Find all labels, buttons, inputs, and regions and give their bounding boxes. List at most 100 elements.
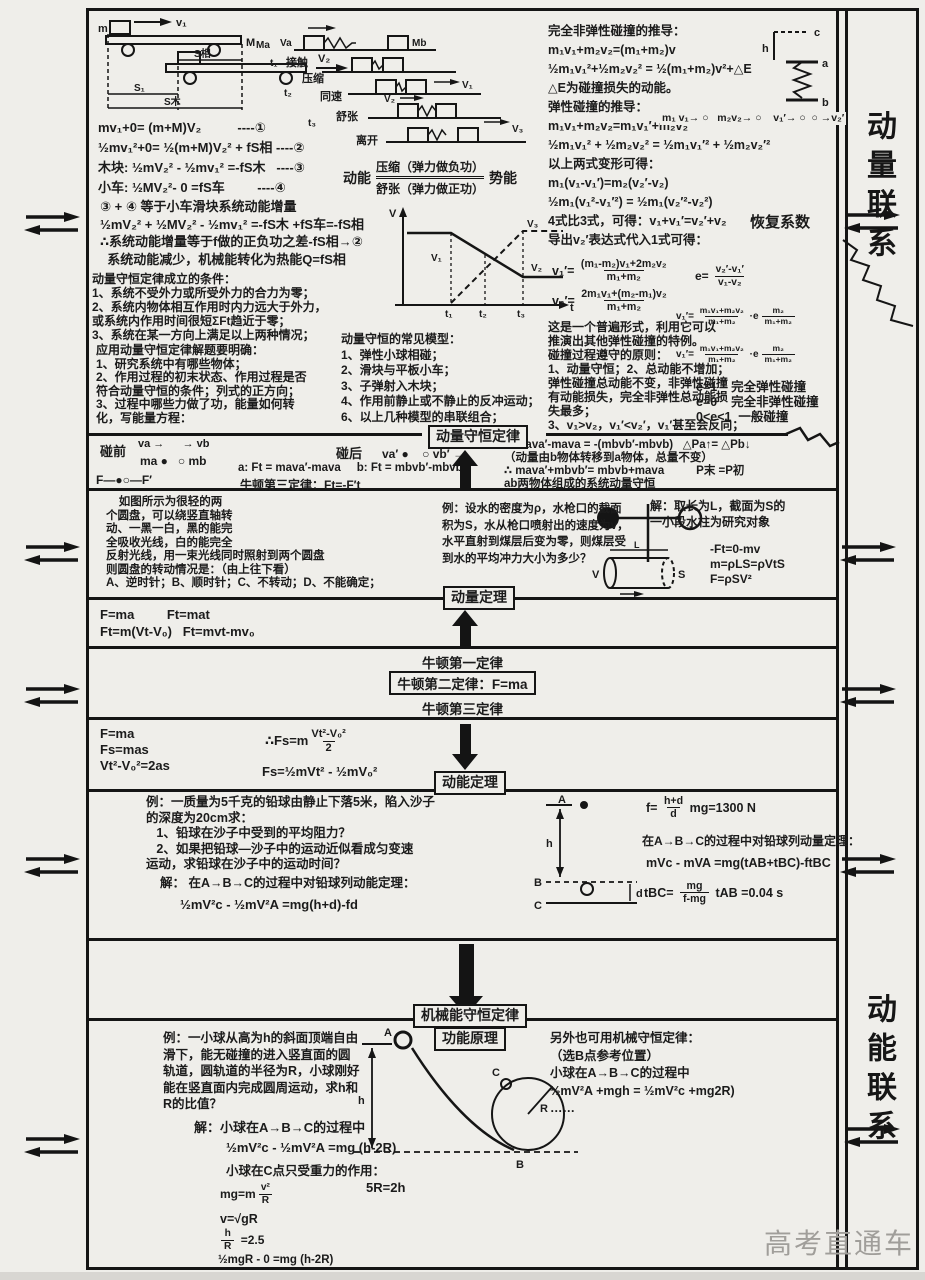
- side-label-momentum: 动量联系: [862, 110, 895, 266]
- text-line: 反射光线，用一束光线同时照射到两个圆盘: [106, 550, 325, 562]
- text-line: 的深度为20cm求：: [146, 810, 253, 825]
- formula-pre: v₁′=: [552, 263, 578, 278]
- newton-third-law: 牛顿第三定律: [422, 702, 503, 717]
- text-line: F=ma Ft=mat: [100, 607, 210, 622]
- axis-label: t: [570, 302, 574, 314]
- vertical-spring-diagram: c h a b: [762, 27, 829, 109]
- diagram-label: V₂: [318, 53, 330, 65]
- text-line: 或系统内作用时间很短ΣFt趋近于零；: [92, 314, 291, 328]
- diagram-label: 同速: [320, 89, 342, 103]
- text-line: 有动能损失，完全非弹性总动能损: [548, 390, 729, 404]
- text-line: 如图所示为很轻的两: [106, 496, 223, 508]
- diagram-label: 离开: [356, 133, 378, 147]
- text-line: 弹性碰撞的推导：: [548, 100, 649, 114]
- diagram-label: A: [384, 1027, 392, 1039]
- text-line: 2、作用过程的初末状态、作用过程是否: [96, 370, 307, 384]
- work-energy-label: 功能原理: [434, 1027, 506, 1051]
- text-line: 系统动能减少，机械能转化为热能Q=fS相: [100, 251, 346, 267]
- velocity-time-graph: V t V₁ V₂ V₃ t₁ t₂ t₃: [389, 207, 574, 320]
- text-line: 6、以上几种模型的串联组合；: [341, 409, 504, 424]
- spring-collision-sequence-diagram: Ma Va Mb t₁ 接触 压缩 t₂ 同速 V₁ t₃ 舒张 V₂ 离开: [256, 25, 526, 147]
- diagram-label: d: [636, 888, 643, 900]
- text-line: 一小段水柱为研究对象: [650, 514, 771, 529]
- bottom-strip: [0, 1272, 925, 1280]
- text-line: （动量由b物体转移到a物体，总量不变）: [504, 452, 713, 464]
- text-line: Fs=mas: [100, 742, 149, 757]
- text-line: 木块: ½mV₂² - ½mv₁² =-fS木 ----③: [98, 160, 305, 175]
- ball-impulse-equation: mVc - mVA =mg(tAB+tBC)-ftBC: [646, 856, 831, 870]
- double-arrow-line: [376, 176, 485, 179]
- potential-energy-label: 势能: [489, 169, 518, 186]
- text-line: 另外也可用机械守恒定律：: [550, 1031, 701, 1045]
- up-arrow-icon: [452, 610, 478, 648]
- compress-label: 压缩（弹力做负功）: [376, 160, 485, 174]
- text-line: ∴ mava′+mbvb′= mbvb+mava P末 =P初: [504, 465, 745, 477]
- text-line: ½m₁v₁² + ½m₂v₂² = ½m₁v₁′² + ½m₂v₂′²: [548, 138, 771, 152]
- text-line: 化，写能量方程：: [96, 410, 193, 425]
- incline-loop-diagram: A h C R B: [354, 1027, 578, 1171]
- text-line: ∴系统动能增量等于f做的正负功之差-fS相→②: [100, 234, 363, 249]
- momentum-transfer-conclusion: ∴ mava′-mava = -(mbvb′-mbvb) △Pa↑= △Pb↓（…: [504, 439, 751, 491]
- text-line: 2、滑块与平板小车；: [341, 363, 456, 377]
- diagram-label: t₁: [270, 58, 277, 69]
- text-line: 水平直射到煤层后变为零，则煤层受: [442, 536, 626, 548]
- text-line: ½mv₁²+0= ½(m+M)V₂² + fS相 ----②: [98, 140, 305, 155]
- main-box: [86, 8, 839, 1270]
- diagram-label: t₃: [308, 118, 316, 129]
- text-line: 3、v₁>v₂，v₁′<v₂′，v₁′甚至会反向；: [548, 418, 745, 432]
- torn-edge-line: [842, 239, 914, 327]
- text-line: 1、弹性小球相碰；: [341, 347, 444, 362]
- text-line: 1、系统不受外力或所受外力的合力为零；: [92, 286, 315, 300]
- before-collision-velocities: va → → vb: [138, 438, 210, 450]
- momentum-apply-notes: 应用动量守恒定律解题要明确：1、研究系统中有哪些物体；2、作用过程的初末状态、作…: [96, 343, 307, 425]
- formula-pre: v₂′=: [552, 293, 579, 308]
- text-line: 弹性碰撞总动能不变，非弹性碰撞: [548, 376, 729, 390]
- text-line: R的比值？: [163, 1097, 223, 1111]
- loop-gravity-note: 小球在C点只受重力的作用：: [226, 1164, 386, 1178]
- exchange-arrows-icon: [838, 852, 898, 879]
- loop-problem-text: 例：一小球从高为h的斜面顶端自由滑下，能无碰撞的进入竖直面的圆轨道，圆轨道的半径…: [163, 1030, 360, 1113]
- loop-solution-title: 解：小球在A→B→C的过程中: [194, 1120, 366, 1135]
- momentum-models-list: 动量守恒的常见模型：1、弹性小球相碰；2、滑块与平板小车；3、子弹射入木块；4、…: [341, 332, 540, 425]
- expand-label: 舒张（弹力做正功）: [376, 182, 485, 196]
- loop-5r-2h: 5R=2h: [366, 1180, 406, 1195]
- diagram-label: L: [634, 540, 640, 550]
- text-line: 能在竖直面内完成圆周运动，求h和: [163, 1080, 359, 1095]
- ball-problem-text: 例：一质量为5千克的铅球由静止下落5米，陷入沙子的深度为20cm求： 1、铅球在…: [146, 795, 435, 873]
- diagram-label: S相: [194, 47, 211, 60]
- text-line: 则圆盘的转动情况是：（由上往下看）: [106, 563, 296, 576]
- diagram-label: V₂: [384, 94, 395, 105]
- exchange-arrows-icon: [22, 682, 82, 709]
- text-line: 到水的平均冲力大小为多少？: [442, 552, 592, 565]
- text-line: 积为S，水从枪口喷射出的速度为v，: [442, 519, 629, 532]
- exchange-arrows-icon: [838, 682, 898, 709]
- after-collision-label: 碰后: [336, 446, 363, 461]
- ball-solution-title: 解： 在A→B→C的过程中对铅球列动能定理：: [160, 876, 416, 890]
- diagram-label: v₁: [176, 17, 187, 29]
- graph-label: V₁: [431, 253, 442, 264]
- diagram-label: V: [592, 569, 600, 581]
- text-line: 1、动量守恒；2、总动能不增加；: [548, 362, 730, 376]
- text-line: 1、研究系统中有哪些物体；: [96, 356, 247, 371]
- text-line: 滑下，能无碰撞的进入竖直面的圆: [163, 1047, 351, 1062]
- text-line: 例：一质量为5千克的铅球由静止下落5米，陷入沙子: [146, 795, 435, 809]
- text-line: m₁v₁+m₂v₂=(m₁+m₂)v: [548, 43, 676, 57]
- text-line: Vt²-V₀²=2as: [100, 758, 170, 773]
- momentum-conservation-label: 动量守恒定律: [428, 425, 528, 449]
- diagram-label: Va: [280, 38, 292, 49]
- ball-impulse-title: 在A→B→C的过程中对铅球列动量定理：: [642, 834, 860, 848]
- text-line: 小球在A→B→C的过程中: [550, 1066, 690, 1080]
- kinetic-theorem-label: 动能定理: [434, 771, 506, 795]
